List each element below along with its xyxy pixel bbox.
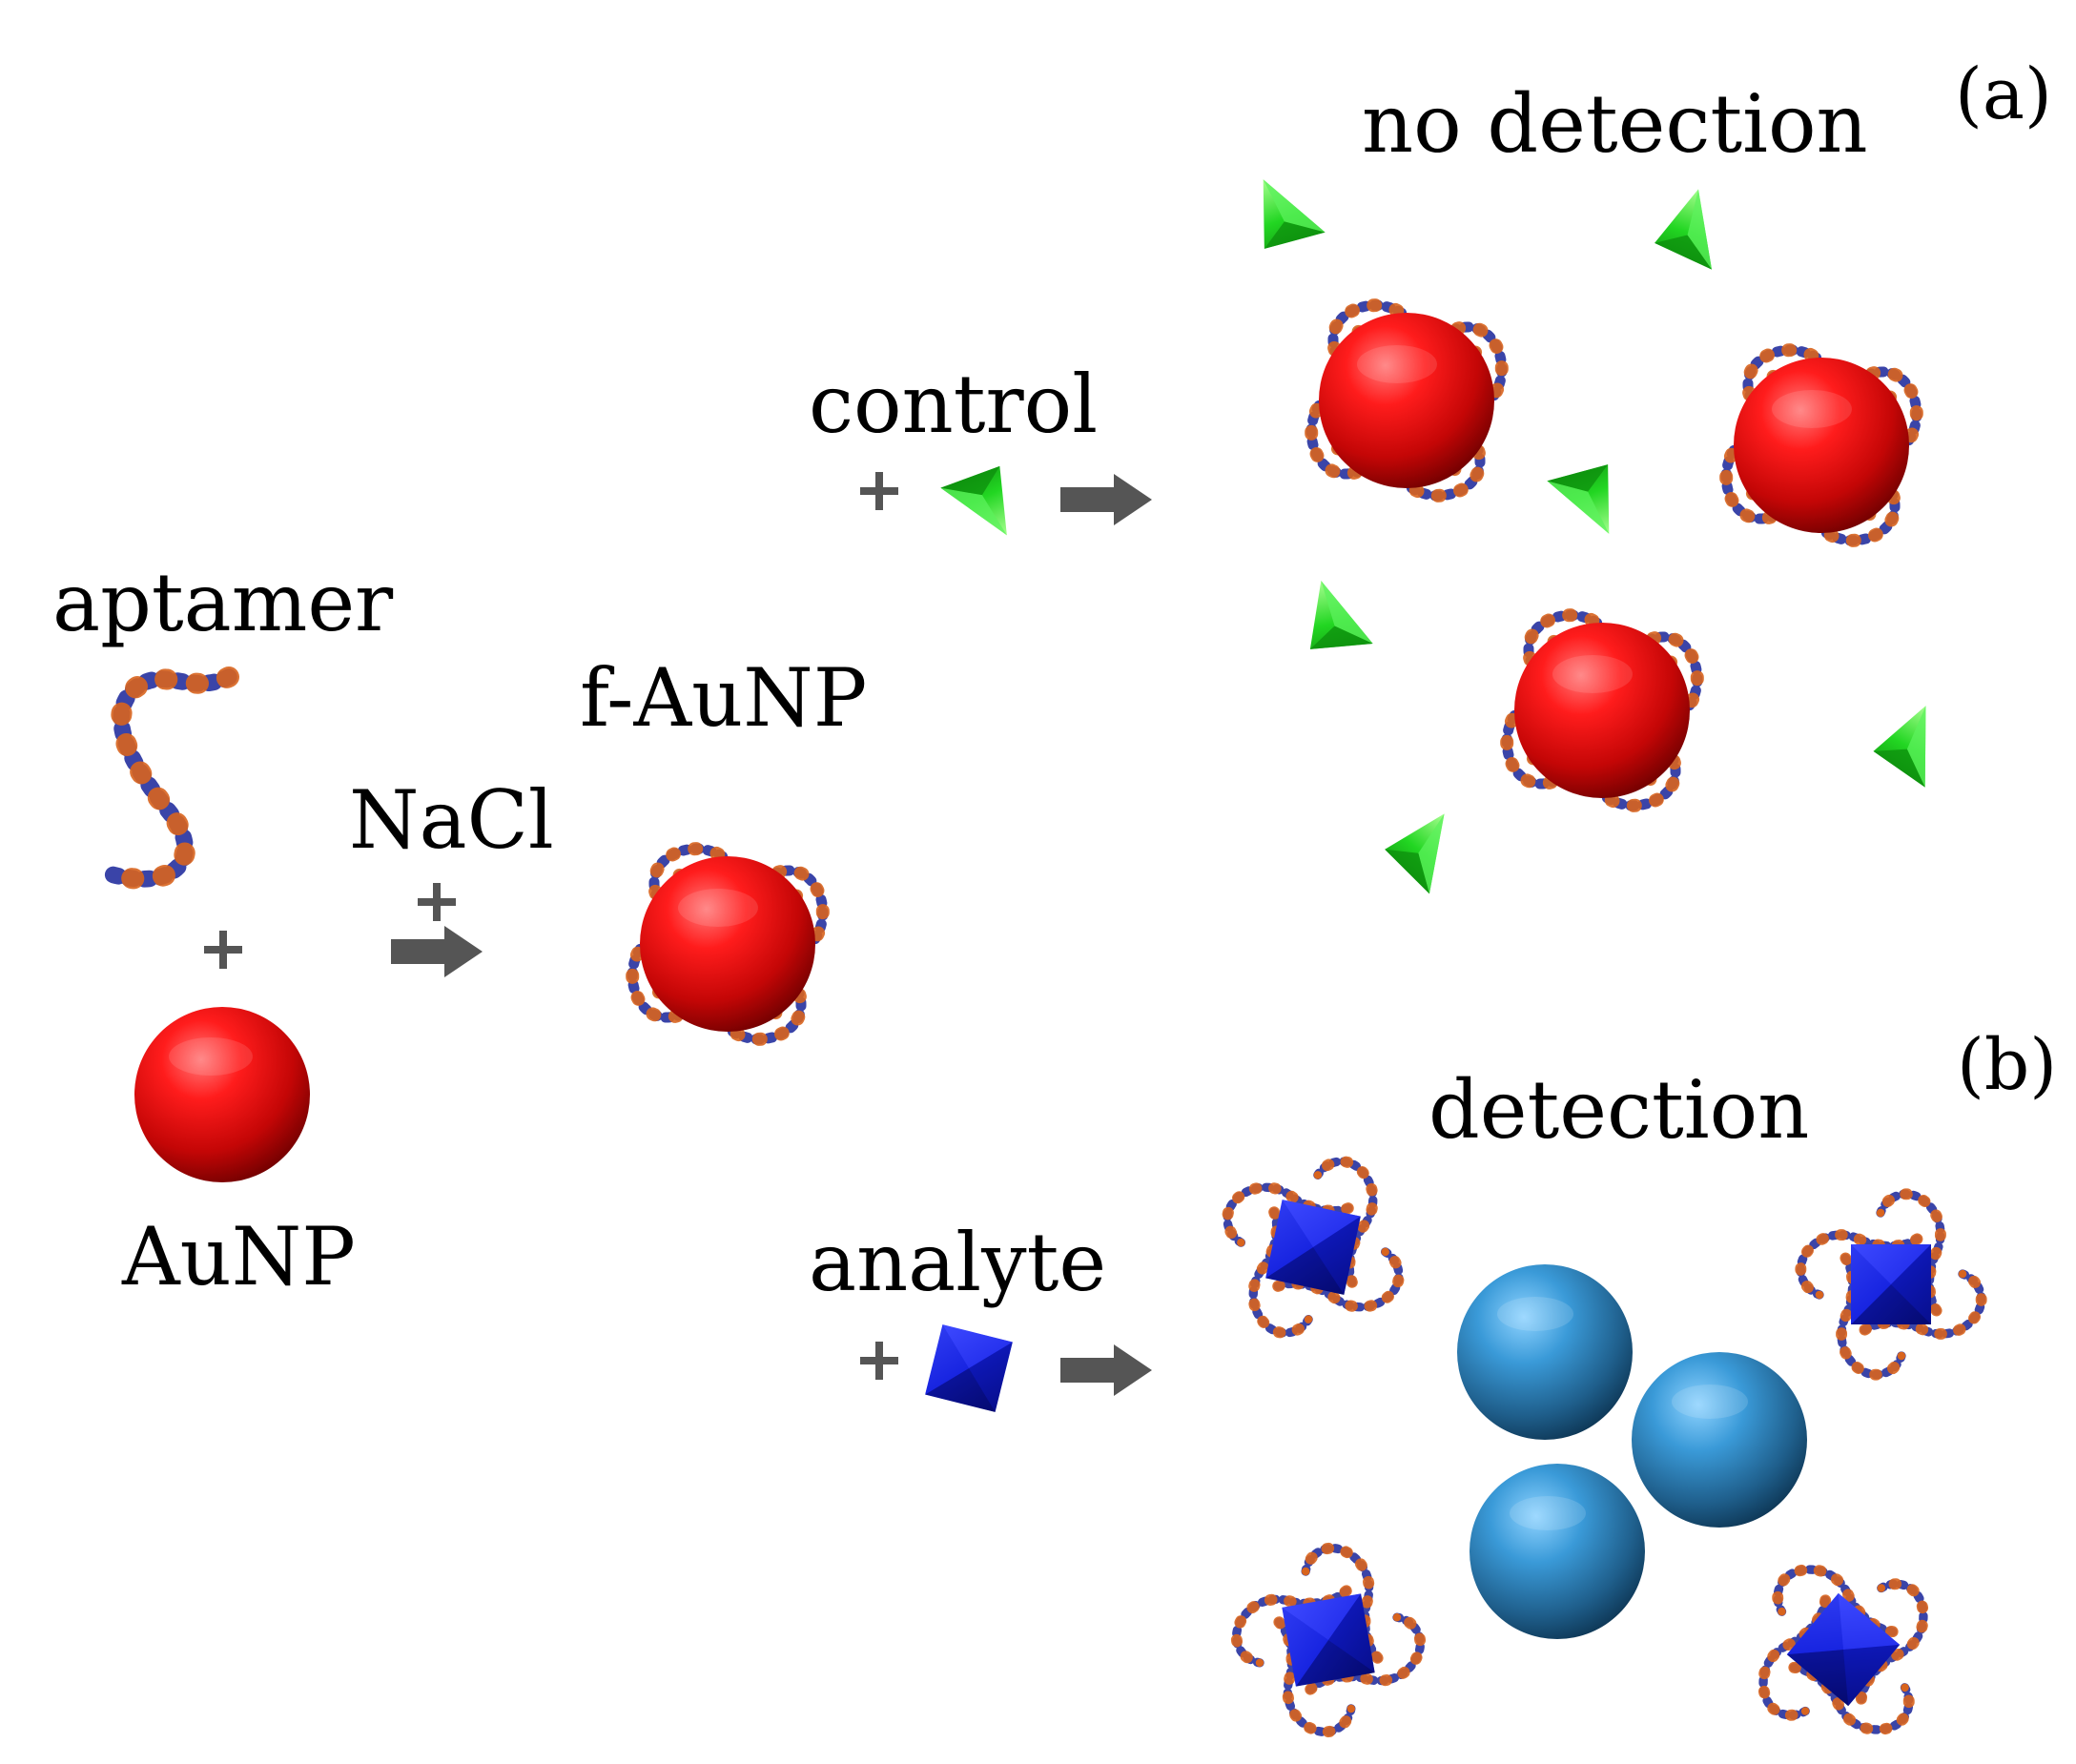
bound-analyte-2-icon bbox=[1789, 1182, 1992, 1385]
f-aunp-label: f-AuNP bbox=[580, 651, 868, 745]
control-molecule-icon bbox=[933, 452, 1024, 536]
control-molecule-free-2-icon bbox=[1642, 189, 1737, 288]
nacl-label: NaCl bbox=[349, 773, 554, 867]
bound-analyte-3-icon bbox=[1210, 1522, 1446, 1757]
analyte-molecule-icon bbox=[925, 1324, 1013, 1412]
panel-b-label: (b) bbox=[1957, 1024, 2058, 1106]
plus-analyte-icon bbox=[860, 1342, 898, 1380]
control-molecule-free-6-icon bbox=[1380, 813, 1458, 900]
aggregated-aunp-2-icon bbox=[1632, 1352, 1807, 1528]
panel-a-label: (a) bbox=[1955, 53, 2052, 135]
control-molecule-free-5-icon bbox=[1864, 706, 1952, 800]
aptamer-strand-icon bbox=[101, 666, 240, 890]
plus-aptamer-aunp-icon bbox=[204, 931, 242, 969]
arrow-to-f-aunp-icon bbox=[391, 926, 483, 977]
aggregated-aunp-3-icon bbox=[1470, 1464, 1645, 1639]
control-molecule-free-3-icon bbox=[1537, 446, 1632, 534]
f-aunp-particle-icon bbox=[593, 810, 861, 1077]
bound-analyte-1-icon bbox=[1192, 1126, 1433, 1367]
aunp-sphere-icon bbox=[134, 1007, 310, 1182]
control-label: control bbox=[809, 358, 1099, 451]
bound-analyte-4-icon bbox=[1700, 1507, 1987, 1764]
f-aunp-dispersed-2-icon bbox=[1687, 311, 1955, 579]
analyte-label: analyte bbox=[809, 1216, 1107, 1309]
aptamer-label: aptamer bbox=[52, 556, 394, 649]
detection-label: detection bbox=[1429, 1063, 1810, 1157]
control-molecule-free-1-icon bbox=[1241, 179, 1335, 267]
f-aunp-dispersed-1-icon bbox=[1272, 266, 1540, 534]
arrow-to-detection-icon bbox=[1060, 1344, 1152, 1396]
plus-nacl-icon bbox=[418, 883, 456, 921]
control-molecule-free-4-icon bbox=[1288, 581, 1387, 675]
aggregated-aunp-1-icon bbox=[1457, 1264, 1633, 1440]
f-aunp-dispersed-3-icon bbox=[1468, 576, 1736, 844]
aunp-label: AuNP bbox=[122, 1210, 356, 1303]
arrow-to-no-detection-icon bbox=[1060, 474, 1152, 525]
plus-control-icon bbox=[860, 472, 898, 510]
no-detection-label: no detection bbox=[1362, 77, 1868, 171]
